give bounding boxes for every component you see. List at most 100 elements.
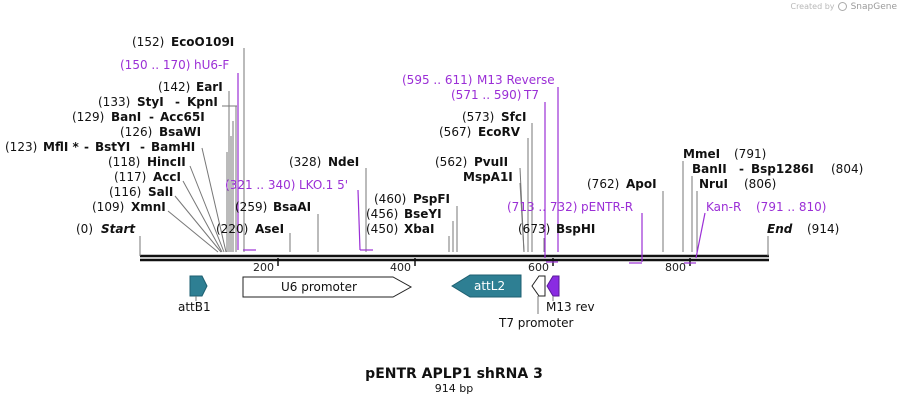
site-name: KpnI: [187, 95, 218, 109]
feature-attL2[interactable]: attL2: [451, 274, 522, 298]
site-name: BamHI: [151, 140, 195, 154]
site-name: SalI: [148, 185, 173, 199]
site-name: BstYI: [95, 140, 130, 154]
credit-prefix: Created by: [790, 2, 835, 11]
primer-name: LKO.1 5': [299, 178, 348, 192]
map-length: 914 bp: [435, 382, 473, 395]
site-pos: (806): [744, 177, 776, 191]
primer-range: (150 .. 170): [120, 58, 190, 72]
site-pos: (328): [289, 155, 321, 169]
primer-labels: (150 .. 170) hU6-F (321 .. 340) LKO.1 5'…: [120, 58, 826, 214]
site-sep: -: [175, 95, 180, 109]
primer-name: M13 Reverse: [477, 73, 555, 87]
site-name: AseI: [255, 222, 284, 236]
scale-ticks: 200 400 600 800: [253, 258, 691, 274]
site-sep: -: [739, 162, 744, 176]
start-pos: (0): [76, 222, 93, 236]
site-name: HincII: [147, 155, 186, 169]
site-pos: (456): [366, 207, 398, 221]
site-name: StyI: [137, 95, 164, 109]
snapgene-logo-icon: [838, 2, 848, 11]
site-name: MspA1I: [463, 170, 513, 184]
site-labels: (152) EcoO109I (142) EarI (133) StyI - K…: [5, 35, 863, 236]
tick-label-600: 600: [528, 261, 549, 274]
site-pos: (152): [132, 35, 164, 49]
site-name: ApoI: [626, 177, 657, 191]
site-pos: (220): [216, 222, 248, 236]
site-pos: (117): [114, 170, 146, 184]
site-sep: -: [149, 110, 154, 124]
site-name: BanII: [692, 162, 727, 176]
site-pos: (129): [72, 110, 104, 124]
site-name: XmnI: [131, 200, 166, 214]
primer-name: Kan-R: [706, 200, 741, 214]
credit-brand: SnapGene: [850, 2, 897, 12]
site-name: MflI *: [43, 140, 79, 154]
feature-label: U6 promoter: [281, 280, 357, 294]
feature-attB1[interactable]: attB1: [178, 275, 211, 314]
site-pos: (133): [98, 95, 130, 109]
site-name: EcoRV: [478, 125, 521, 139]
map-title: pENTR APLP1 shRNA 3: [365, 366, 543, 382]
site-name: SfcI: [501, 110, 526, 124]
site-name: BanI: [111, 110, 141, 124]
site-name: Bsp1286I: [751, 162, 814, 176]
feature-t7-promoter[interactable]: T7 promoter: [498, 275, 574, 330]
site-pos: (450): [366, 222, 398, 236]
primer-leaders: [237, 73, 706, 264]
tick-label-400: 400: [390, 261, 411, 274]
site-name: Acc65I: [160, 110, 205, 124]
site-pos: (109): [92, 200, 124, 214]
feature-label: attL2: [474, 279, 505, 293]
site-name: NdeI: [328, 155, 359, 169]
site-pos: (573): [462, 110, 494, 124]
primer-range: (713 .. 732): [507, 200, 577, 214]
primer-range: (791 .. 810): [756, 200, 826, 214]
feature-u6-promoter[interactable]: U6 promoter: [242, 276, 413, 298]
site-name: BseYI: [404, 207, 442, 221]
site-name: PspFI: [413, 192, 450, 206]
site-pos: (118): [108, 155, 140, 169]
site-pos: (567): [439, 125, 471, 139]
site-pos: (762): [587, 177, 619, 191]
site-pos: (123): [5, 140, 37, 154]
primer-range: (571 .. 590): [451, 88, 521, 102]
site-pos: (116): [109, 185, 141, 199]
site-name: EcoO109I: [171, 35, 234, 49]
site-sep: -: [84, 140, 89, 154]
site-name: BspHI: [556, 222, 595, 236]
end-label: End: [767, 222, 793, 236]
start-label: Start: [101, 222, 136, 236]
tick-label-200: 200: [253, 261, 274, 274]
primer-name: pENTR-R: [581, 200, 633, 214]
site-pos: (126): [120, 125, 152, 139]
end-pos: (914): [807, 222, 839, 236]
site-name: BsaWI: [159, 125, 201, 139]
site-pos: (142): [158, 80, 190, 94]
site-name: EarI: [196, 80, 223, 94]
feature-label: M13 rev: [546, 300, 595, 314]
feature-label: T7 promoter: [498, 316, 574, 330]
site-sep: -: [140, 140, 145, 154]
site-name: BsaAI: [273, 200, 311, 214]
snapgene-credit: Created by SnapGene: [790, 2, 897, 12]
site-pos: (460): [374, 192, 406, 206]
site-pos: (804): [831, 162, 863, 176]
sequence-backbone: [140, 254, 769, 262]
site-pos: (791): [734, 147, 766, 161]
primer-name: hU6-F: [194, 58, 229, 72]
site-name: AccI: [153, 170, 181, 184]
site-pos: (562): [435, 155, 467, 169]
tick-label-800: 800: [665, 261, 686, 274]
primer-name: T7: [523, 88, 539, 102]
site-leaders: [139, 48, 769, 256]
primer-range: (595 .. 611): [402, 73, 472, 87]
site-pos: (673): [518, 222, 550, 236]
feature-m13-rev[interactable]: M13 rev: [546, 275, 595, 314]
site-name: NruI: [699, 177, 728, 191]
site-name: PvuII: [474, 155, 508, 169]
site-name: XbaI: [404, 222, 434, 236]
site-pos: (259): [235, 200, 267, 214]
primer-range: (321 .. 340): [225, 178, 295, 192]
